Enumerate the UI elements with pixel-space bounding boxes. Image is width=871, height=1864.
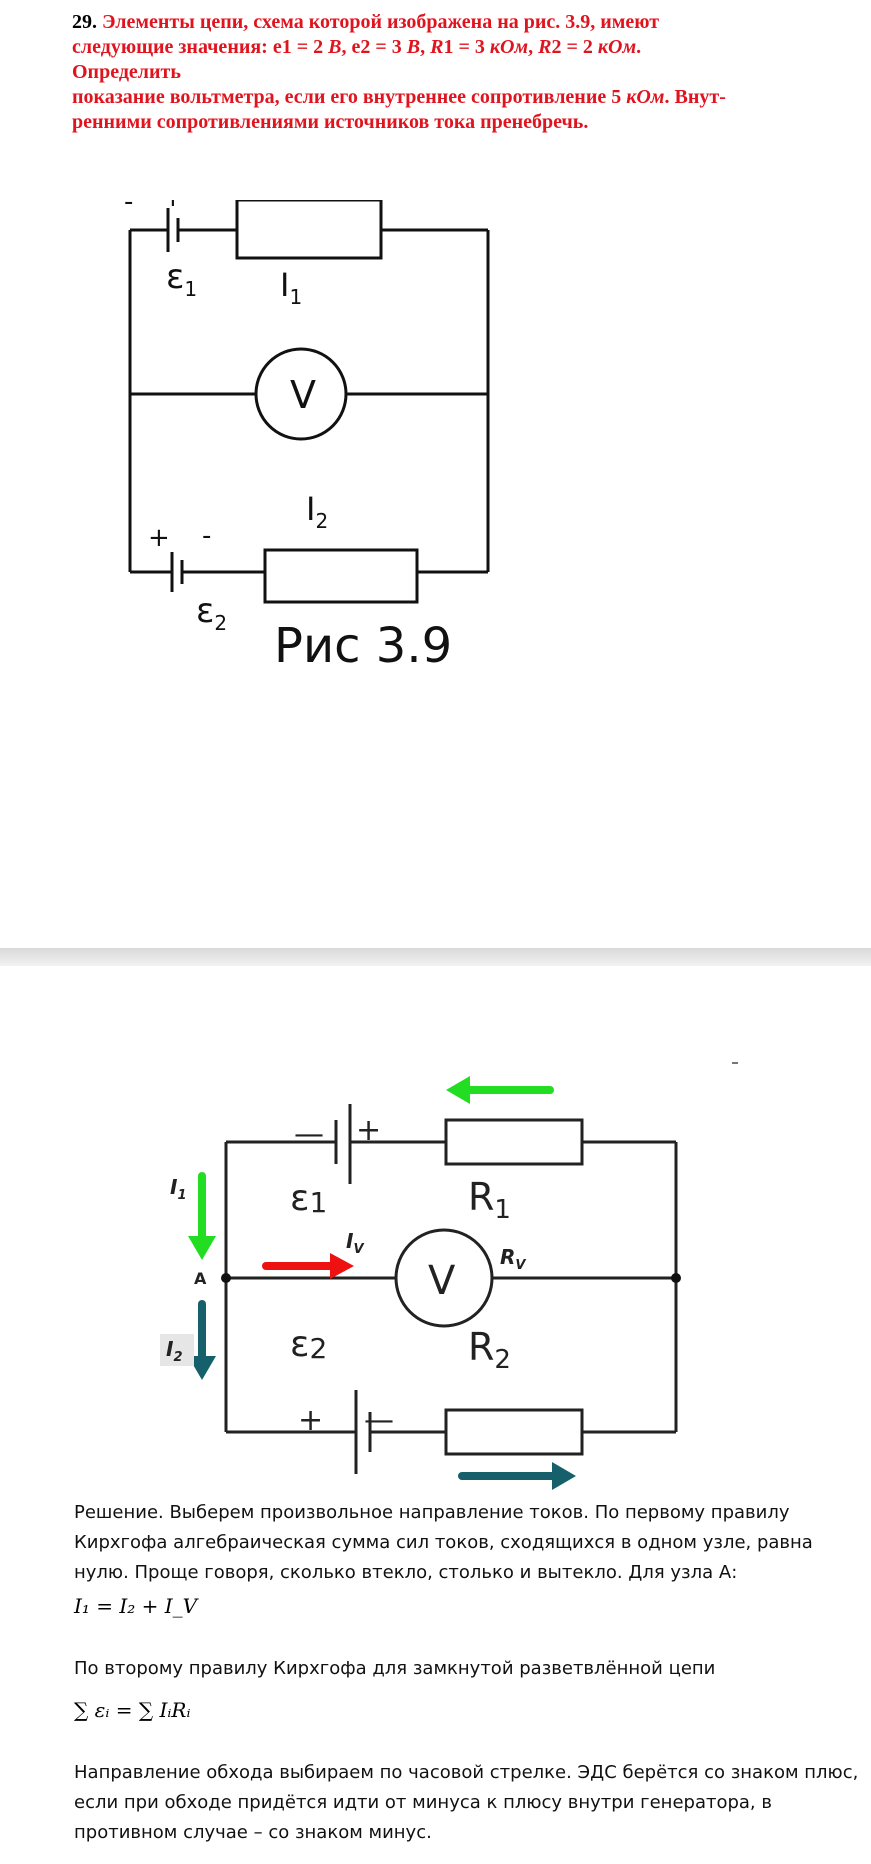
solution-paragraph-3: Направление обхода выбираем по часовой с… [74, 1762, 859, 1843]
fig2-emf1: ε1 [290, 1178, 327, 1219]
solution-paragraph-2: По второму правилу Кирхгофа для замкнуто… [74, 1658, 716, 1679]
fig1-current1: I1 [280, 266, 302, 309]
solution-paragraph-1: Решение. Выберем произвольное направлени… [74, 1502, 813, 1583]
problem-line-2: следующие значения: e1 = 2 В, e2 = 3 В, … [72, 36, 642, 58]
fig2-plus-top: + [356, 1113, 381, 1148]
problem-line-4: показание вольтметра, если его внутренне… [72, 86, 726, 108]
formula-current-node: I₁ = I₂ + I_V [74, 1594, 198, 1618]
arrow-iv-red [262, 1253, 354, 1279]
fig1-emf2: ε2 [196, 591, 227, 635]
fig2-r1: R1 [468, 1175, 511, 1225]
fig2-i2: I2 [166, 1337, 183, 1365]
fig2-rv: RV [500, 1245, 526, 1273]
stray-dash [732, 1062, 738, 1064]
problem-statement: 29. Элементы цепи, схема которой изображ… [72, 10, 862, 135]
fig2-iv: IV [346, 1229, 364, 1257]
fig1-current2: I2 [306, 490, 328, 533]
resistor-2-fig2 [444, 1408, 584, 1456]
node-right-dot [671, 1273, 681, 1283]
fig2-r2: R2 [468, 1325, 511, 1375]
resistor-1-fig2 [444, 1118, 584, 1166]
fig2-plus-bottom: + [298, 1403, 323, 1438]
problem-line-3: Определить [72, 61, 181, 83]
fig2-node-a: A [194, 1269, 207, 1288]
page-divider [0, 948, 871, 966]
fig1-voltmeter-label: V [290, 373, 316, 417]
arrow-top-green [446, 1076, 554, 1104]
problem-line-5: ренними сопротивлениями источников тока … [72, 111, 589, 133]
fig2-i1: I1 [170, 1175, 187, 1203]
fig1-plus-2: + [148, 523, 170, 553]
resistor-2-fig1 [263, 548, 419, 604]
fig2-emf2: ε2 [290, 1324, 327, 1365]
problem-number: 29. [72, 11, 97, 33]
fig1-plus-1: + [162, 200, 184, 213]
fig1-minus-2: - [202, 521, 211, 551]
arrow-i1-green [188, 1172, 216, 1260]
resistor-1-fig1 [235, 200, 383, 260]
circuit-figure-2: — + ε1 R1 I1 IV A V RV I2 ε2 R2 + — [160, 1076, 681, 1490]
node-a-dot [221, 1273, 231, 1283]
circuit-figure-1: - + ε1 I1 V I2 + - ε2 Рис 3.9 [124, 200, 490, 674]
fig1-minus-1: - [124, 200, 133, 217]
formula-kirchhoff-2: ∑ εᵢ = ∑ IᵢRᵢ [74, 1698, 191, 1722]
fig2-voltmeter-label: V [428, 1258, 456, 1304]
arrow-bottom-teal [458, 1462, 576, 1490]
arrow-i2-teal [188, 1300, 216, 1380]
fig2-i2-highlight [160, 1334, 194, 1366]
fig2-minus-top: — [294, 1117, 324, 1152]
fig1-caption: Рис 3.9 [274, 618, 452, 674]
fig1-emf1: ε1 [166, 257, 197, 301]
problem-line-1: 29. Элементы цепи, схема которой изображ… [72, 11, 660, 33]
fig2-minus-bottom: — [364, 1403, 394, 1438]
